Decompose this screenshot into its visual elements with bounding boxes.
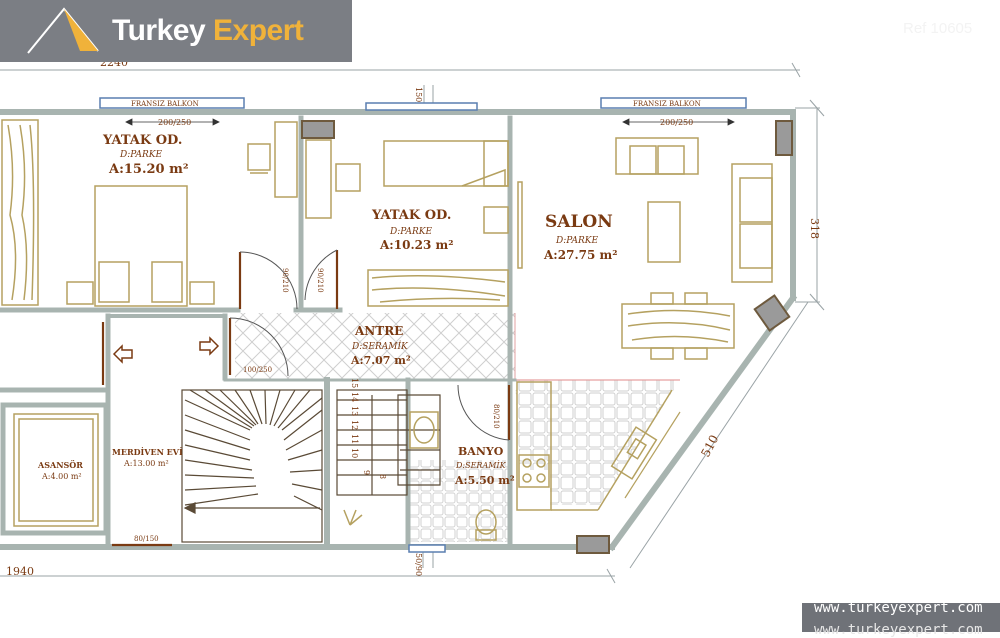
columns (301, 120, 793, 554)
entry-floor (235, 313, 515, 381)
room-bath-floor: D:SERAMİK (455, 461, 507, 470)
kitchen (516, 381, 681, 511)
salon-furniture (517, 137, 773, 360)
stair-number-1: 15 (350, 378, 359, 388)
elevator (0, 402, 109, 536)
room-entry-floor: D:SERAMİK (351, 340, 409, 352)
room-bedroom2-name: YATAK OD. (371, 208, 451, 223)
watermark: www.turkeyexpert.com www.turkeyexpert.co… (802, 600, 1000, 638)
dim-balcony-right: 200/250 (660, 118, 693, 127)
balcony-left-label: FRANSIZ BALKON (131, 100, 199, 108)
bathroom-fixtures (343, 411, 497, 541)
room-bedroom1-area: A:15.20 m² (108, 162, 189, 177)
kitchen-floor (515, 380, 680, 505)
direction-arrows (112, 336, 220, 364)
stair-number-4: 12 (350, 420, 359, 430)
roof-logo-icon (27, 7, 99, 54)
bedroom2-furniture (305, 139, 509, 307)
dim-door-bed1: 90/210 (281, 268, 289, 293)
dim-window-mid: 150/90 (414, 87, 423, 115)
stair-number-3: 13 (350, 406, 359, 416)
room-bedroom1-name: YATAK OD. (102, 133, 182, 148)
room-bath-name: BANYO (458, 445, 504, 458)
dim-door-bath: 80/210 (492, 404, 500, 429)
walls (0, 109, 798, 552)
room-salon-area: A:27.75 m² (543, 248, 617, 262)
room-elevator-name: ASANSÖR (37, 460, 83, 470)
dim-door-bed2: 90/210 (316, 268, 324, 293)
stair-number-8: 8 (378, 474, 387, 479)
stair-number-5: 11 (350, 434, 359, 444)
room-bedroom2: YATAK OD. D:PARKE A:10.23 m² (371, 208, 453, 252)
dim-window-bottom: 50/90 (414, 553, 423, 576)
room-entry: ANTRE D:SERAMİK A:7.07 m² (350, 324, 411, 367)
balcony-right-label: FRANSIZ BALKON (633, 100, 701, 108)
room-salon-name: SALON (545, 212, 613, 232)
room-stairs-area: A:13.00 m² (123, 459, 169, 468)
dim-right: 318 (808, 218, 821, 239)
dim-door-entry: 100/250 (243, 366, 272, 374)
bedroom1-furniture (1, 119, 298, 307)
room-bedroom1: YATAK OD. D:PARKE A:15.20 m² (102, 133, 189, 177)
bath-floor (408, 460, 508, 542)
room-bedroom1-floor: D:PARKE (119, 150, 162, 160)
room-entry-name: ANTRE (354, 324, 403, 338)
brand-name-part2: Expert (213, 14, 304, 47)
room-stairs-name: MERDİVEN EVİ (112, 447, 183, 457)
room-salon-floor: D:PARKE (555, 236, 598, 246)
stair-number-7: 9 (362, 470, 371, 475)
staircase (181, 389, 441, 543)
room-bath: BANYO D:SERAMİK A:5.50 m² (454, 445, 515, 487)
room-salon: SALON D:PARKE A:27.75 m² (543, 212, 617, 262)
reference-number: Ref 10605 (903, 20, 973, 37)
doors (101, 249, 511, 547)
watermark-line2: www.turkeyexpert.com (814, 622, 983, 638)
room-elevator: ASANSÖR A:4.00 m² (37, 460, 83, 481)
stair-number-6: 10 (350, 448, 359, 458)
room-bedroom2-area: A:10.23 m² (379, 238, 453, 252)
room-elevator-area: A:4.00 m² (41, 472, 82, 481)
room-entry-area: A:7.07 m² (350, 354, 411, 367)
brand-name-part1: Turkey (112, 14, 206, 47)
room-stairs: MERDİVEN EVİ A:13.00 m² (112, 447, 183, 468)
windows (99, 97, 747, 553)
dim-door-stair: 80/150 (134, 535, 159, 543)
dim-bottom: 1940 (6, 565, 34, 578)
watermark-line1: www.turkeyexpert.com (814, 600, 983, 616)
dim-balcony-left: 200/250 (158, 118, 191, 127)
brand-logo-bar: Turkey Expert (0, 0, 352, 62)
room-bath-area: A:5.50 m² (454, 474, 515, 487)
brand-name: Turkey Expert (112, 14, 304, 48)
stair-number-2: 14 (350, 392, 359, 402)
room-bedroom2-floor: D:PARKE (389, 227, 432, 237)
